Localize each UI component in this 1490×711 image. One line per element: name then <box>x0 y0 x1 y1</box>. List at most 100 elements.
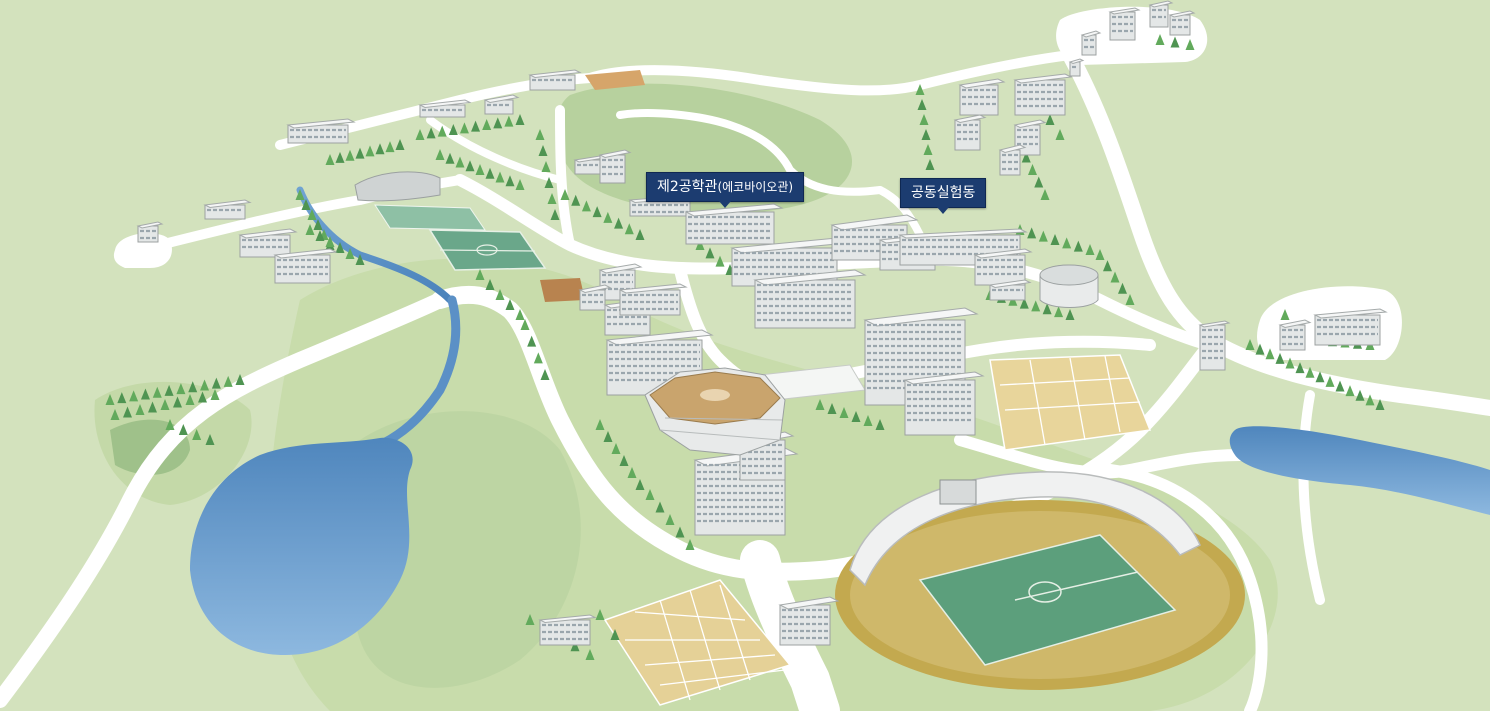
tree <box>305 224 315 235</box>
tree <box>185 394 195 405</box>
tennis-courts-south <box>603 579 792 706</box>
tree <box>627 467 637 478</box>
tree <box>426 127 436 139</box>
tree <box>875 419 885 430</box>
east-lake <box>1229 426 1490 515</box>
tree <box>1062 237 1072 249</box>
tree <box>540 369 550 380</box>
tree <box>851 411 861 422</box>
field-northwest <box>374 204 486 231</box>
building <box>528 69 582 91</box>
river <box>375 295 461 450</box>
tree <box>315 230 325 241</box>
tree <box>1045 114 1055 125</box>
sand-field-north <box>585 70 645 90</box>
tree <box>235 374 245 385</box>
tree <box>1034 176 1044 188</box>
tree <box>675 526 685 538</box>
tree <box>471 120 481 132</box>
building <box>598 149 632 184</box>
building <box>286 118 356 144</box>
tree <box>475 269 485 280</box>
building <box>578 284 612 311</box>
tree <box>482 119 492 130</box>
tree <box>1170 36 1180 48</box>
tree <box>110 409 120 420</box>
building <box>273 248 338 284</box>
tennis-courts-east <box>989 354 1152 451</box>
tree <box>921 129 931 140</box>
tree <box>525 614 535 625</box>
marker-eng2-name: 제2공학관 <box>657 179 718 195</box>
tree <box>178 424 188 435</box>
tree <box>665 514 675 525</box>
tree <box>1038 230 1048 242</box>
marker-lab-name: 공동실험동 <box>911 185 976 201</box>
tree <box>547 193 557 204</box>
main-stadium <box>835 471 1245 690</box>
tree <box>335 242 345 253</box>
tree <box>538 145 548 156</box>
tree <box>1050 234 1060 245</box>
tree <box>223 375 233 387</box>
tree <box>505 299 515 310</box>
marker-label-eng2[interactable]: 제2공학관(에코바이오관) <box>646 172 805 208</box>
tree <box>437 125 447 137</box>
building <box>1278 319 1312 351</box>
tree <box>435 149 445 160</box>
tree <box>1054 306 1064 318</box>
building <box>1313 308 1388 346</box>
building <box>684 203 784 245</box>
building <box>753 269 867 329</box>
building <box>238 228 298 258</box>
tree <box>325 236 335 247</box>
tree <box>355 147 365 159</box>
building <box>1068 58 1085 77</box>
tree <box>1019 297 1029 309</box>
west-lake <box>190 437 413 655</box>
tree <box>815 399 825 410</box>
tree <box>570 640 580 652</box>
tree <box>1365 394 1375 406</box>
tree <box>505 175 515 187</box>
tree <box>1295 362 1305 374</box>
building <box>483 94 520 115</box>
tree <box>544 177 554 188</box>
north-west-hall <box>354 171 441 202</box>
tree <box>475 164 485 175</box>
building <box>1148 0 1174 28</box>
tree <box>919 114 929 125</box>
tree <box>1325 375 1335 387</box>
buildings <box>136 0 1388 646</box>
tree <box>1245 339 1255 350</box>
tree <box>117 392 127 404</box>
tree <box>592 206 602 218</box>
tree <box>445 152 455 164</box>
farm-plot <box>540 278 585 302</box>
tree <box>1375 399 1385 410</box>
building <box>538 614 597 646</box>
tree <box>493 117 503 129</box>
tree <box>1103 260 1112 272</box>
tree <box>619 455 629 466</box>
tree <box>1085 244 1095 255</box>
tree <box>925 159 935 170</box>
tree <box>635 229 645 240</box>
marker-label-lab[interactable]: 공동실험동 <box>900 178 987 214</box>
tree <box>715 255 725 267</box>
tree <box>515 179 525 190</box>
soccer-field-north <box>428 229 547 271</box>
tree <box>365 145 375 157</box>
tree <box>1280 309 1290 320</box>
tree <box>335 151 345 163</box>
building <box>136 221 164 243</box>
tree <box>1118 282 1127 294</box>
tree <box>1095 249 1105 260</box>
tree <box>160 399 170 410</box>
tree <box>1305 366 1315 378</box>
tree <box>923 144 933 155</box>
tree <box>635 479 645 490</box>
tree <box>105 394 115 405</box>
